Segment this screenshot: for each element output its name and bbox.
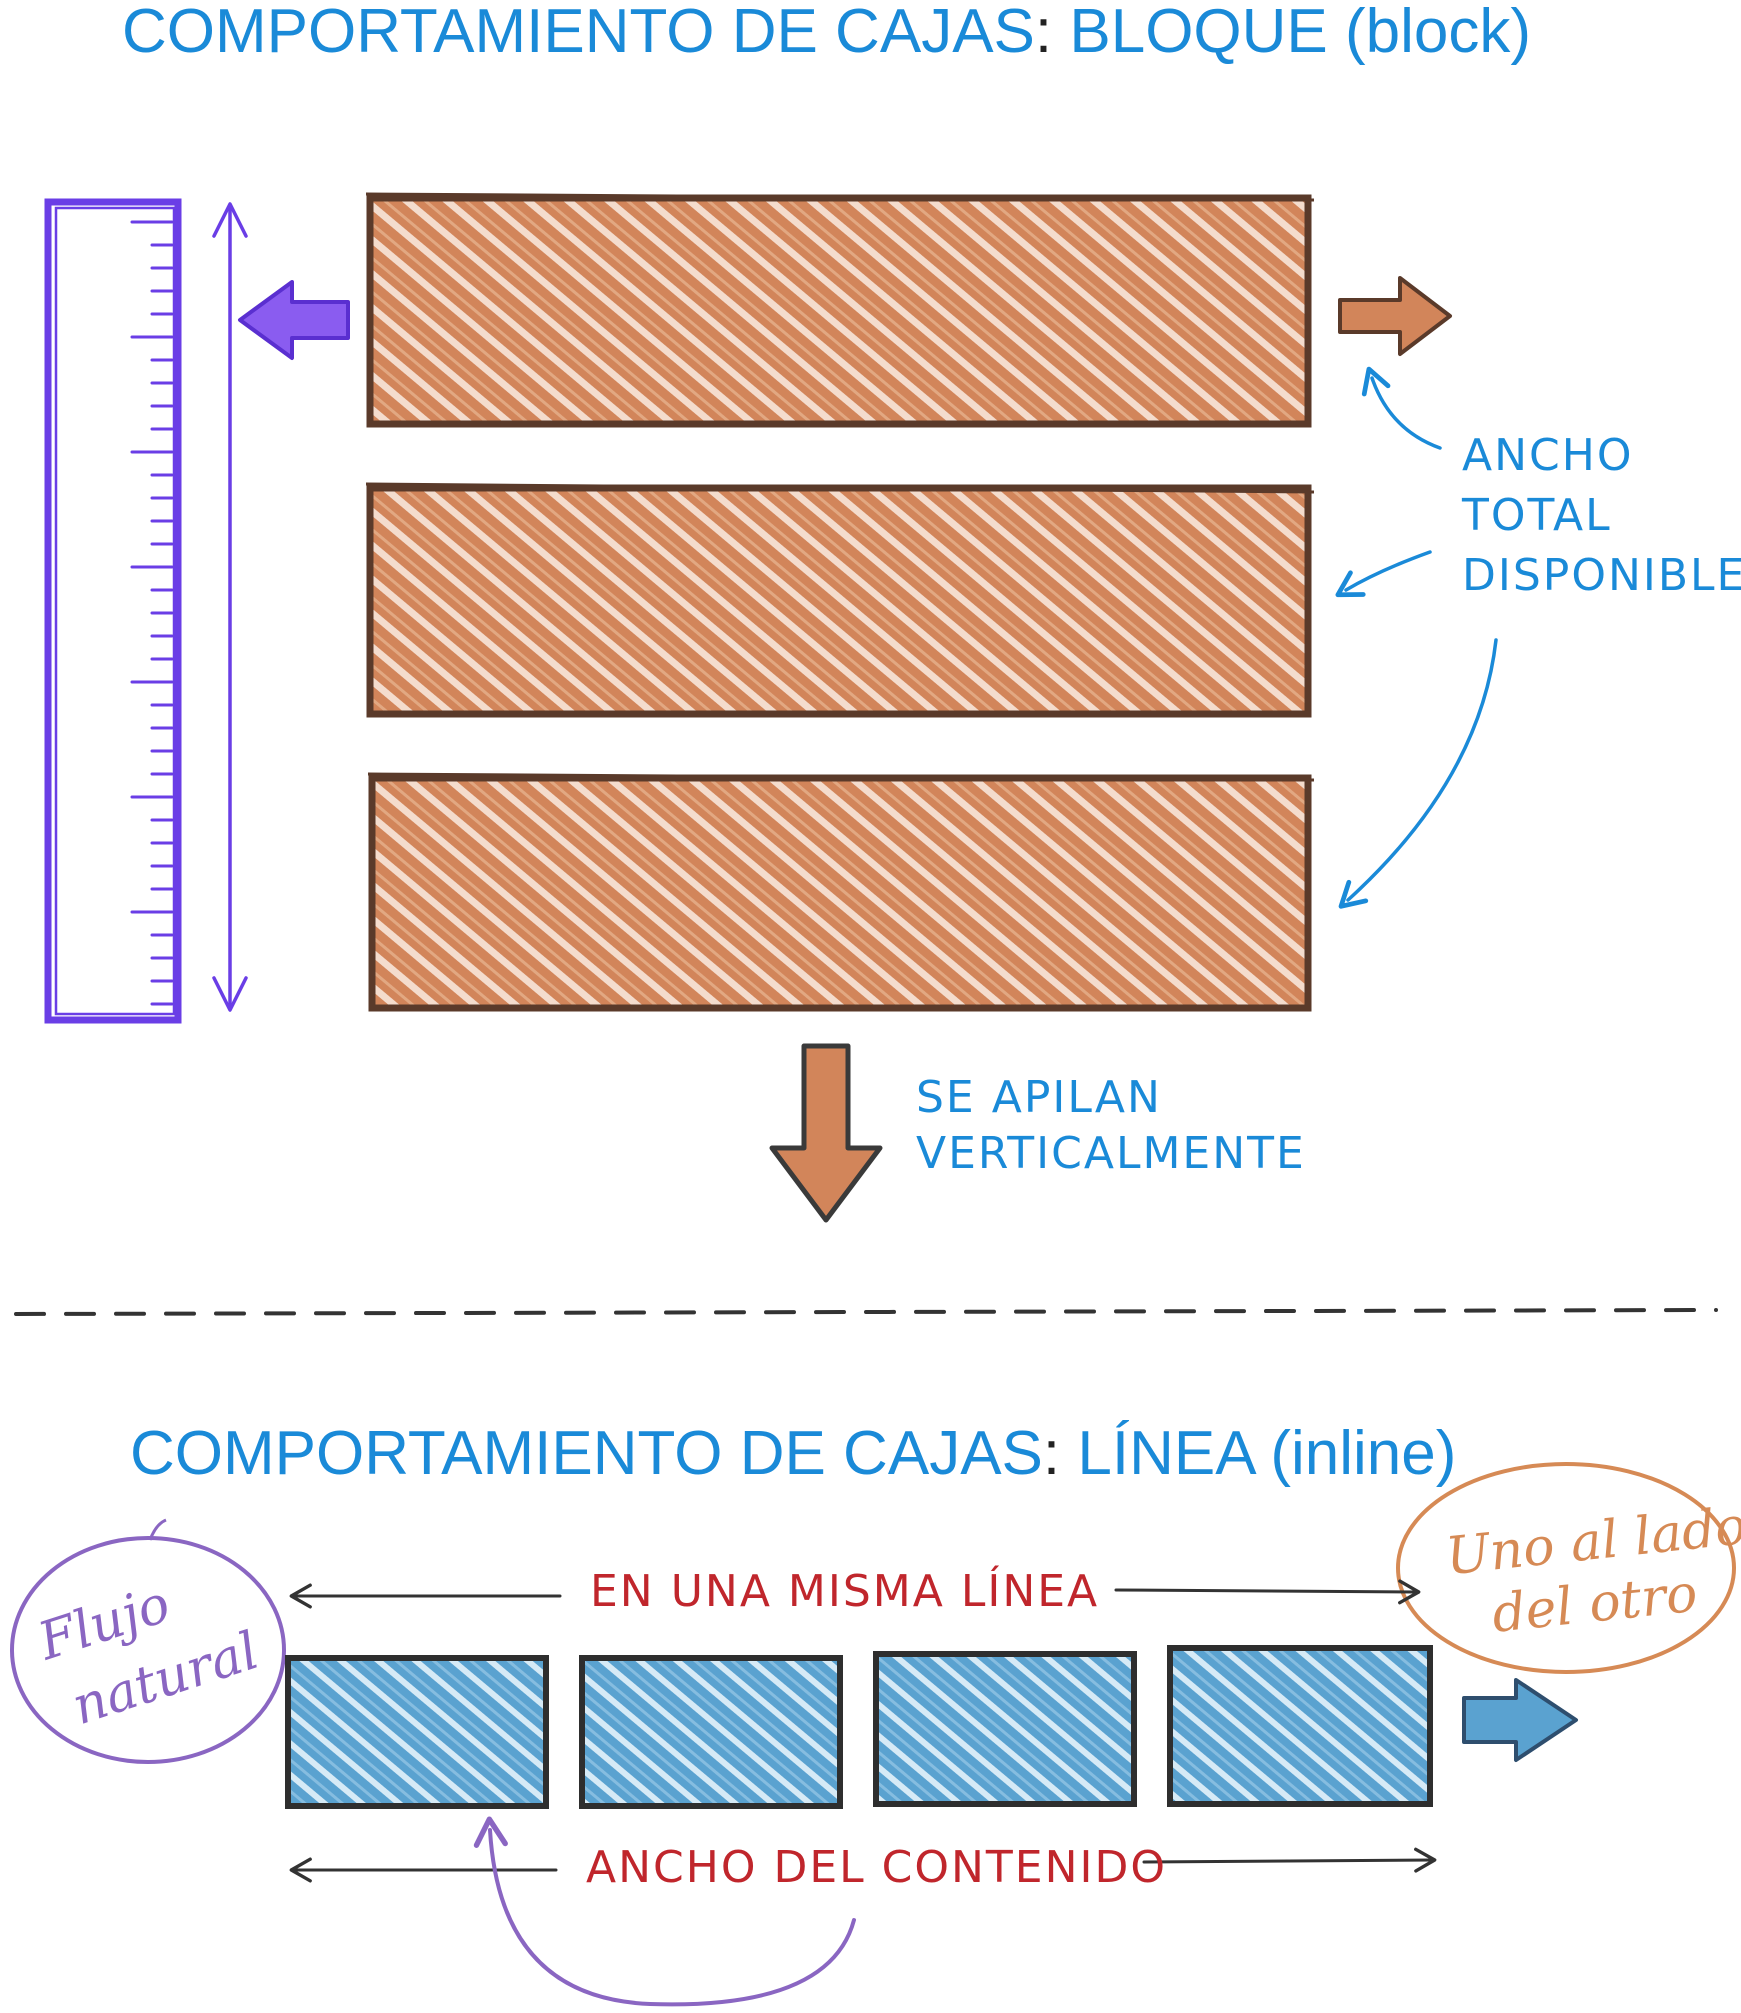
block-title: COMPORTAMIENTO DE CAJAS: BLOQUE (block) — [122, 0, 1531, 66]
arrow-down-icon — [769, 1043, 883, 1223]
same-line-arrow — [289, 1579, 1421, 1609]
inline-title: COMPORTAMIENTO DE CAJAS: LÍNEA (inline) — [130, 1419, 1456, 1488]
svg-text:DISPONIBLE: DISPONIBLE — [1462, 550, 1741, 601]
vertical-height-arrow — [212, 202, 248, 1012]
note-stack-vertically: SE APILAN VERTICALMENTE — [916, 1072, 1306, 1179]
arrow-left-icon — [238, 280, 350, 360]
label-content-width: ANCHO DEL CONTENIDO — [586, 1842, 1167, 1893]
note-full-width: ANCHO TOTAL DISPONIBLE — [1461, 430, 1741, 601]
arrow-right-icon — [1462, 1678, 1578, 1762]
block-box — [365, 192, 1315, 428]
svg-text:SE APILAN: SE APILAN — [916, 1072, 1162, 1123]
content-width-arrow — [289, 1847, 1437, 1883]
block-box — [367, 772, 1315, 1012]
block-box — [365, 482, 1315, 718]
bubble-side-by-side: Uno al lado del otro — [1396, 1462, 1741, 1674]
flow-curve-arrow — [473, 1816, 856, 2007]
note-pointer-arrows — [1335, 366, 1498, 909]
svg-text:TOTAL: TOTAL — [1461, 490, 1612, 541]
svg-text:VERTICALMENTE: VERTICALMENTE — [916, 1128, 1306, 1179]
section-divider — [14, 1308, 1718, 1316]
bubble-natural-flow: Flujo natural — [10, 1518, 286, 1764]
arrow-right-icon — [1338, 276, 1452, 356]
inline-box — [579, 1655, 843, 1809]
inline-box — [1167, 1645, 1433, 1807]
inline-box — [873, 1651, 1137, 1807]
ruler-icon — [44, 198, 182, 1024]
inline-box — [285, 1655, 549, 1809]
label-same-line: EN UNA MISMA LÍNEA — [590, 1564, 1099, 1617]
svg-text:ANCHO: ANCHO — [1462, 430, 1633, 481]
